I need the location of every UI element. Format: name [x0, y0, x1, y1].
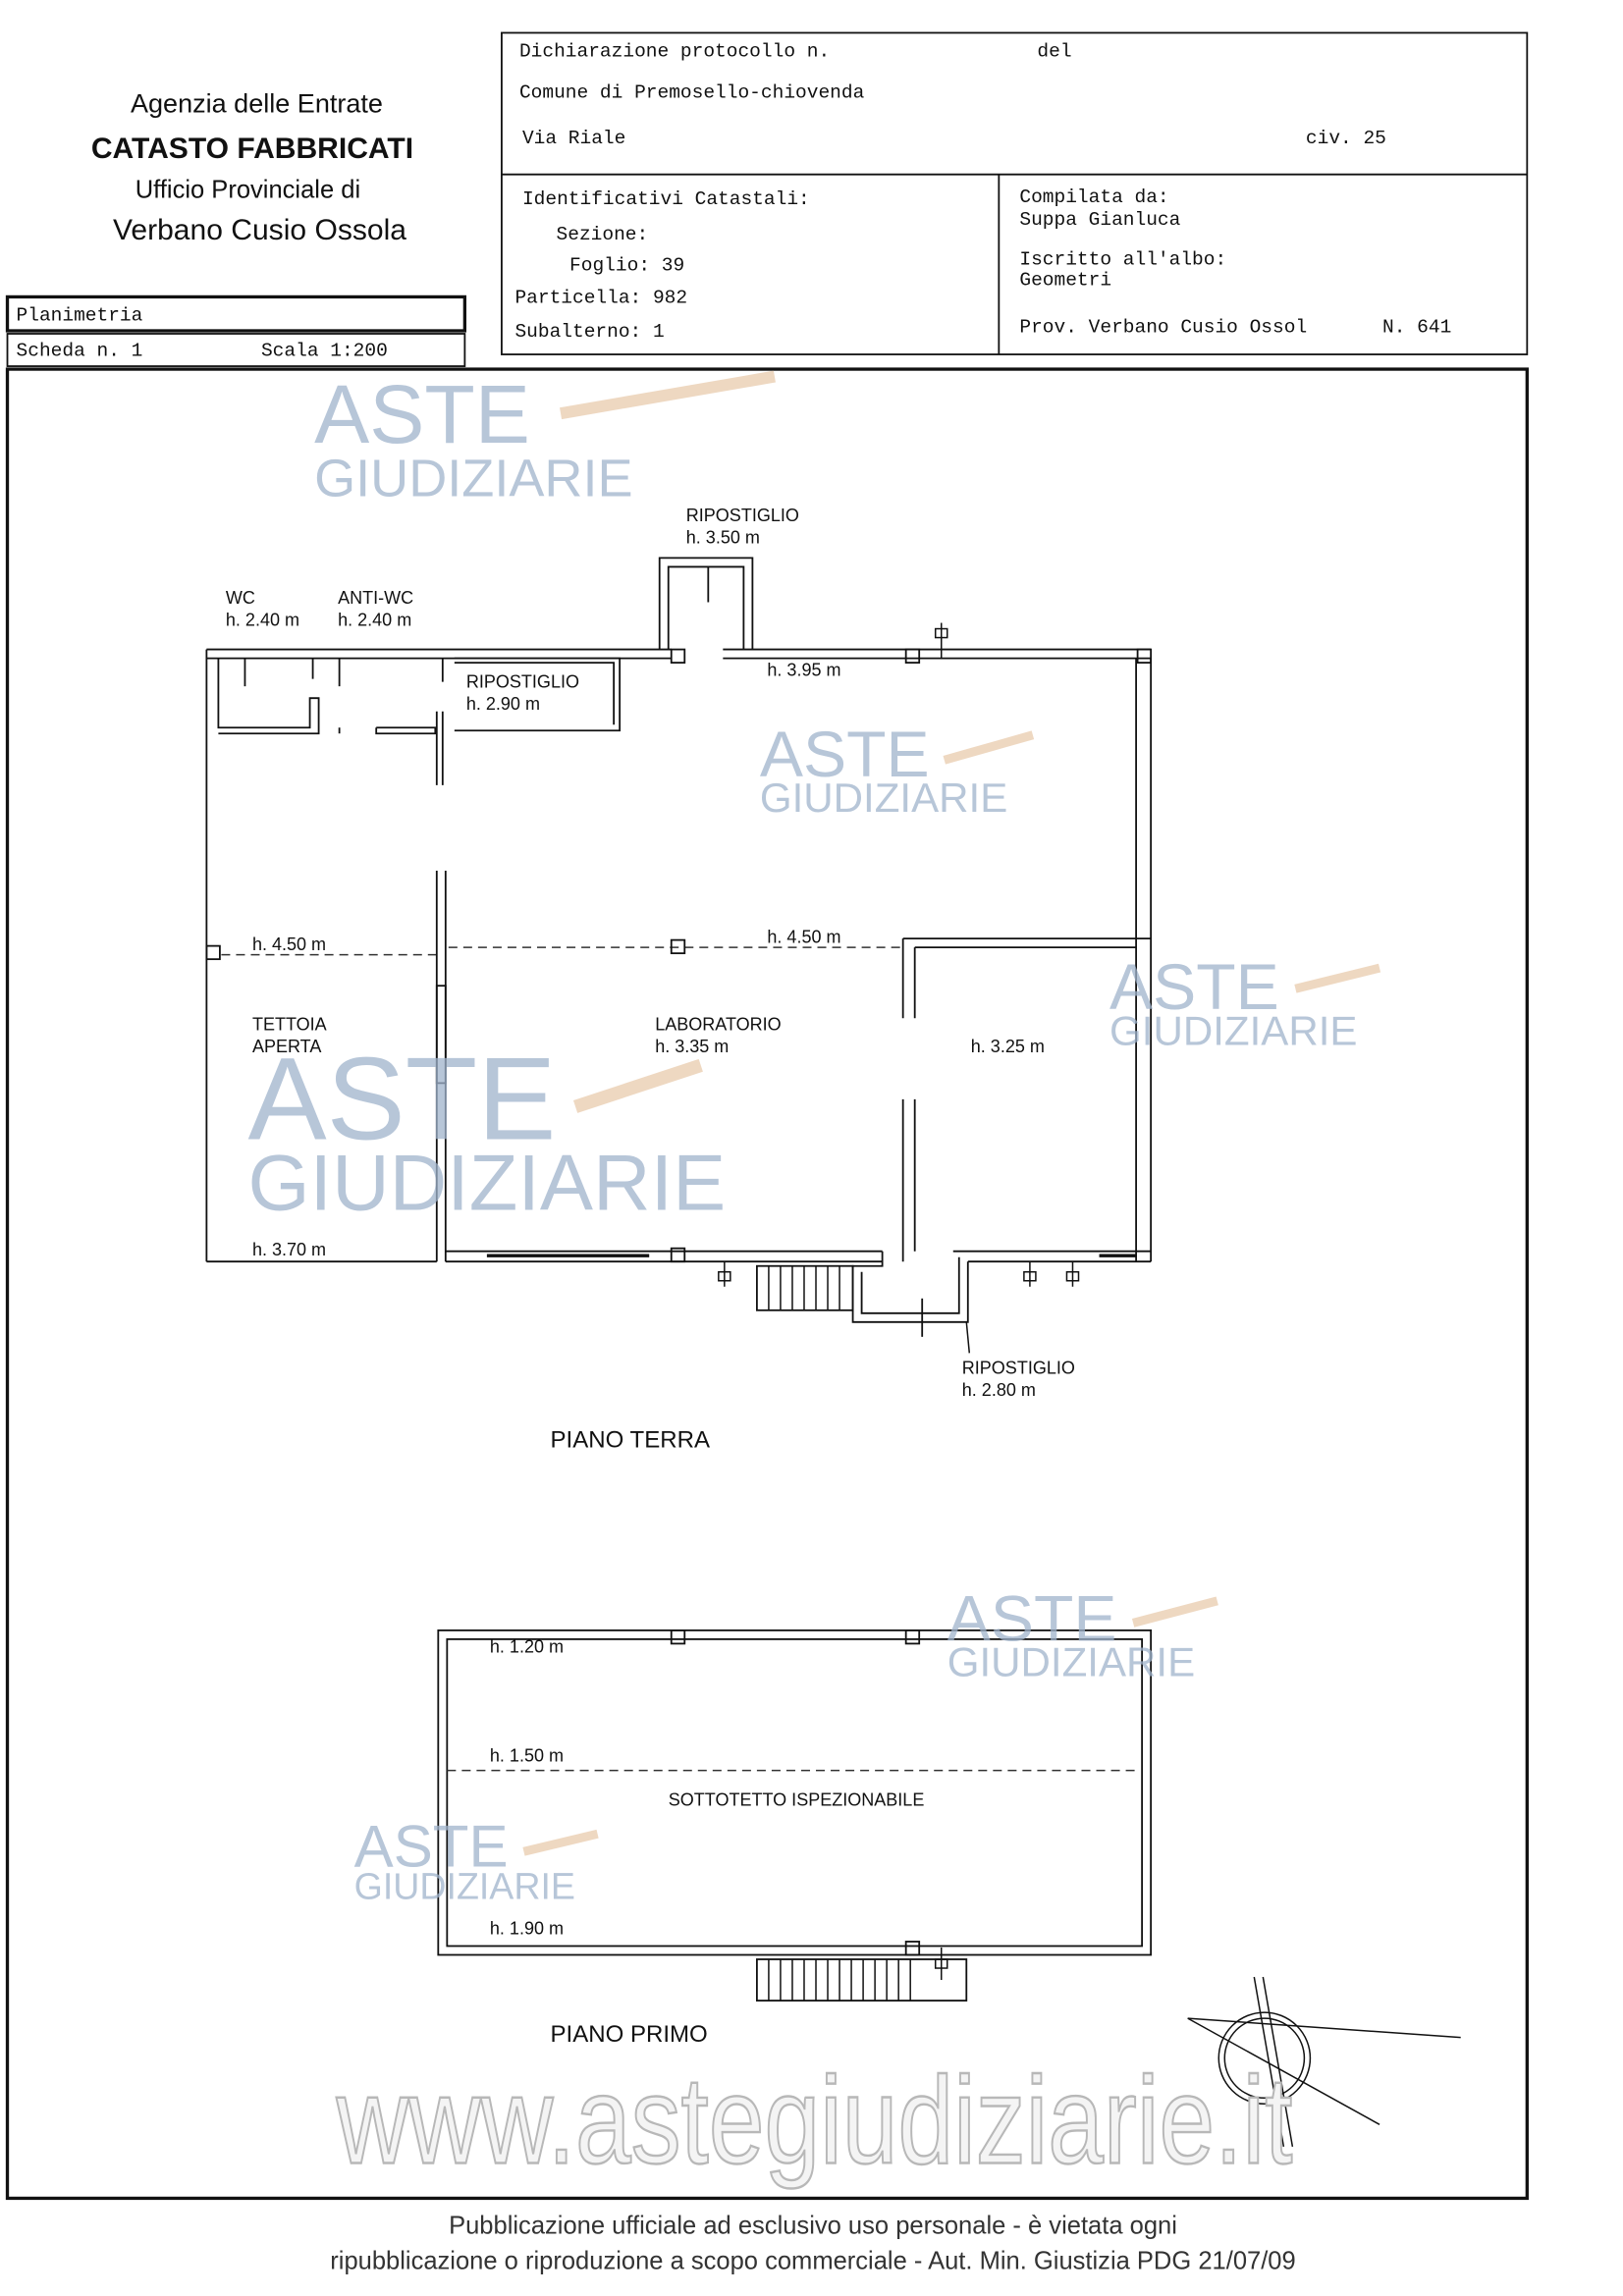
- register-label: Iscritto all'albo:: [1019, 248, 1226, 270]
- height-label: h. 3.95 m: [767, 661, 840, 680]
- room-height: h. 3.50 m: [686, 527, 760, 547]
- watermark-logo: ASTE GIUDIZIARIE: [947, 1582, 1218, 1684]
- svg-text:ASTE: ASTE: [314, 368, 530, 460]
- particella: Particella: 982: [514, 287, 687, 308]
- stairs: [768, 1265, 840, 1310]
- ground-floor-plan: RIPOSTIGLIO h. 3.50 m WC h. 2.40 m ANTI-…: [205, 506, 1153, 1454]
- foglio: Foglio: 39: [569, 254, 684, 276]
- agency-province: Verbano Cusio Ossola: [113, 214, 406, 246]
- north-arrow-icon: [1187, 1976, 1461, 2147]
- height-label: h. 4.50 m: [767, 928, 840, 947]
- doc-type: Planimetria: [17, 304, 143, 326]
- first-floor-plan: h. 1.20 m h. 1.50 m SOTTOTETTO ISPEZIONA…: [437, 1629, 1153, 2048]
- scheda-number: Scheda n. 1: [17, 341, 143, 362]
- footer-line-1: Pubblicazione ufficiale ad esclusivo uso…: [449, 2213, 1177, 2240]
- svg-text:ASTE: ASTE: [947, 1582, 1117, 1655]
- svg-text:GIUDIZIARIE: GIUDIZIARIE: [247, 1140, 726, 1228]
- height-label: h. 3.25 m: [971, 1037, 1045, 1056]
- svg-text:ASTE: ASTE: [760, 719, 930, 791]
- watermark-logo: ASTE GIUDIZIARIE: [760, 719, 1035, 821]
- scale: Scala 1:200: [261, 341, 388, 362]
- drawing-frame: [5, 367, 1529, 2201]
- identifiers-title: Identificativi Catastali:: [522, 188, 810, 210]
- watermark-logo: ASTE GIUDIZIARIE: [314, 368, 776, 507]
- svg-text:GIUDIZIARIE: GIUDIZIARIE: [760, 774, 1007, 821]
- room-height: h. 2.80 m: [962, 1380, 1036, 1400]
- svg-text:ASTE: ASTE: [247, 1033, 556, 1164]
- compiled-by-label: Compilata da:: [1019, 187, 1168, 208]
- room-name: RIPOSTIGLIO: [962, 1358, 1075, 1377]
- header-box: Dichiarazione protocollo n. del Comune d…: [501, 31, 1529, 355]
- compiled-by-name: Suppa Gianluca: [1019, 209, 1180, 231]
- room-name: LABORATORIO: [655, 1014, 781, 1034]
- date-label: del: [1037, 40, 1071, 62]
- watermark-logo: ASTE GIUDIZIARIE: [1109, 951, 1381, 1053]
- subalterno: Subalterno: 1: [514, 321, 664, 343]
- svg-text:GIUDIZIARIE: GIUDIZIARIE: [1109, 1007, 1357, 1053]
- room-name: RIPOSTIGLIO: [686, 506, 799, 525]
- footer-line-2: ripubblicazione o riproduzione a scopo c…: [330, 2248, 1295, 2275]
- height-label: h. 1.90 m: [490, 1918, 564, 1938]
- svg-text:ASTE: ASTE: [1109, 951, 1279, 1024]
- watermark-logo: ASTE GIUDIZIARIE: [354, 1813, 599, 1906]
- watermark-logo: ASTE GIUDIZIARIE: [247, 1033, 726, 1227]
- agency-name: Agenzia delle Entrate: [131, 89, 383, 119]
- register-number: N. 641: [1382, 316, 1451, 338]
- svg-text:GIUDIZIARIE: GIUDIZIARIE: [354, 1865, 575, 1906]
- room-name: RIPOSTIGLIO: [466, 672, 579, 692]
- window-markers: [718, 622, 1080, 1354]
- height-label: h. 1.50 m: [490, 1746, 564, 1766]
- protocol-label: Dichiarazione protocollo n.: [519, 40, 830, 62]
- height-label: h. 4.50 m: [252, 934, 326, 954]
- height-label: h. 1.20 m: [490, 1636, 564, 1656]
- room-height: h. 2.90 m: [466, 694, 540, 714]
- room-name: APERTA: [252, 1037, 321, 1056]
- room-name: WC: [226, 588, 255, 608]
- municipality: Comune di Premosello-chiovenda: [519, 82, 865, 104]
- room-name: SOTTOTETTO ISPEZIONABILE: [669, 1790, 925, 1810]
- agency-block: Agenzia delle Entrate CATASTO FABBRICATI…: [91, 89, 413, 246]
- svg-text:ASTE: ASTE: [354, 1813, 509, 1879]
- register-province: Prov. Verbano Cusio Ossol: [1019, 316, 1307, 338]
- room-name: TETTOIA: [252, 1014, 327, 1034]
- sheet-info-box: Planimetria Scheda n. 1 Scala 1:200: [5, 294, 467, 367]
- register-value: Geometri: [1019, 269, 1111, 291]
- civic-number: civ. 25: [1306, 128, 1386, 149]
- svg-text:GIUDIZIARIE: GIUDIZIARIE: [947, 1638, 1195, 1684]
- watermarks: ASTE GIUDIZIARIE ASTE GIUDIZIARIE ASTE G…: [247, 368, 1381, 2191]
- stairs: [768, 1958, 911, 2002]
- agency-office: Ufficio Provinciale di: [135, 177, 360, 204]
- room-height: h. 2.40 m: [226, 611, 299, 630]
- sezione: Sezione:: [557, 224, 649, 245]
- room-height: h. 3.35 m: [655, 1037, 729, 1056]
- room-height: h. 2.40 m: [338, 611, 411, 630]
- height-label: h. 3.70 m: [252, 1240, 326, 1259]
- svg-text:GIUDIZIARIE: GIUDIZIARIE: [314, 449, 633, 507]
- ground-floor-title: PIANO TERRA: [551, 1427, 710, 1454]
- street: Via Riale: [522, 128, 625, 149]
- room-name: ANTI-WC: [338, 588, 413, 608]
- first-floor-title: PIANO PRIMO: [551, 2021, 708, 2048]
- agency-dept: CATASTO FABBRICATI: [91, 133, 413, 165]
- watermark-url: www.astegiudiziarie.it: [336, 2051, 1293, 2189]
